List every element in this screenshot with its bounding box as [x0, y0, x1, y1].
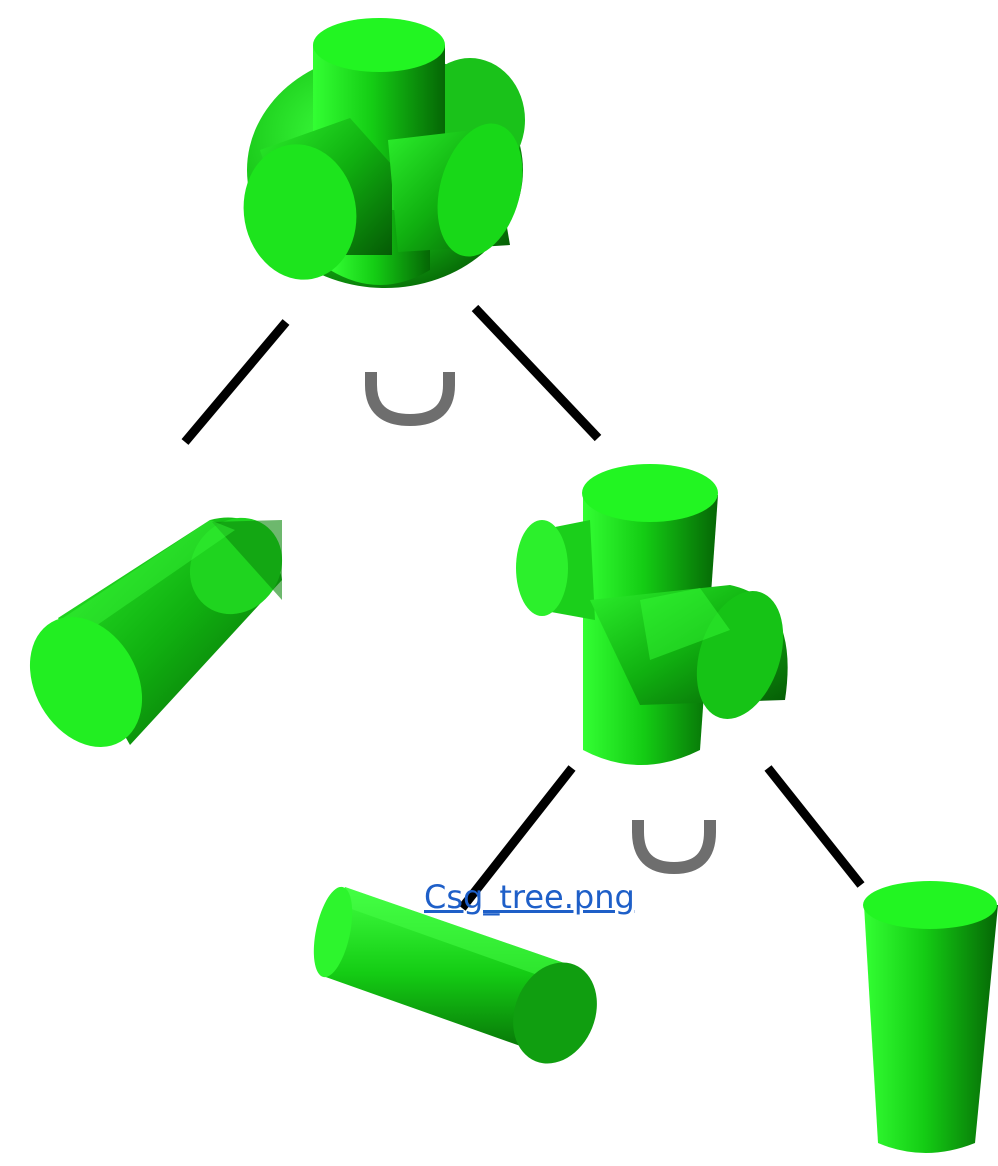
file-link[interactable]: Csg_tree.png [424, 878, 635, 916]
edge-root-left [181, 319, 290, 445]
union-operator-bottom [632, 820, 716, 875]
edge-root-right [471, 304, 602, 442]
leaf-cylinder-left [29, 517, 283, 747]
edge-node-left [458, 765, 576, 911]
edge-node-right [764, 765, 865, 888]
leaf-cylinder-bottom-right [863, 881, 998, 1153]
union-node-solid [516, 464, 788, 765]
root-solid [243, 18, 525, 288]
union-operator-top [365, 372, 455, 427]
leaf-cylinder-bottom-left [313, 886, 597, 1064]
